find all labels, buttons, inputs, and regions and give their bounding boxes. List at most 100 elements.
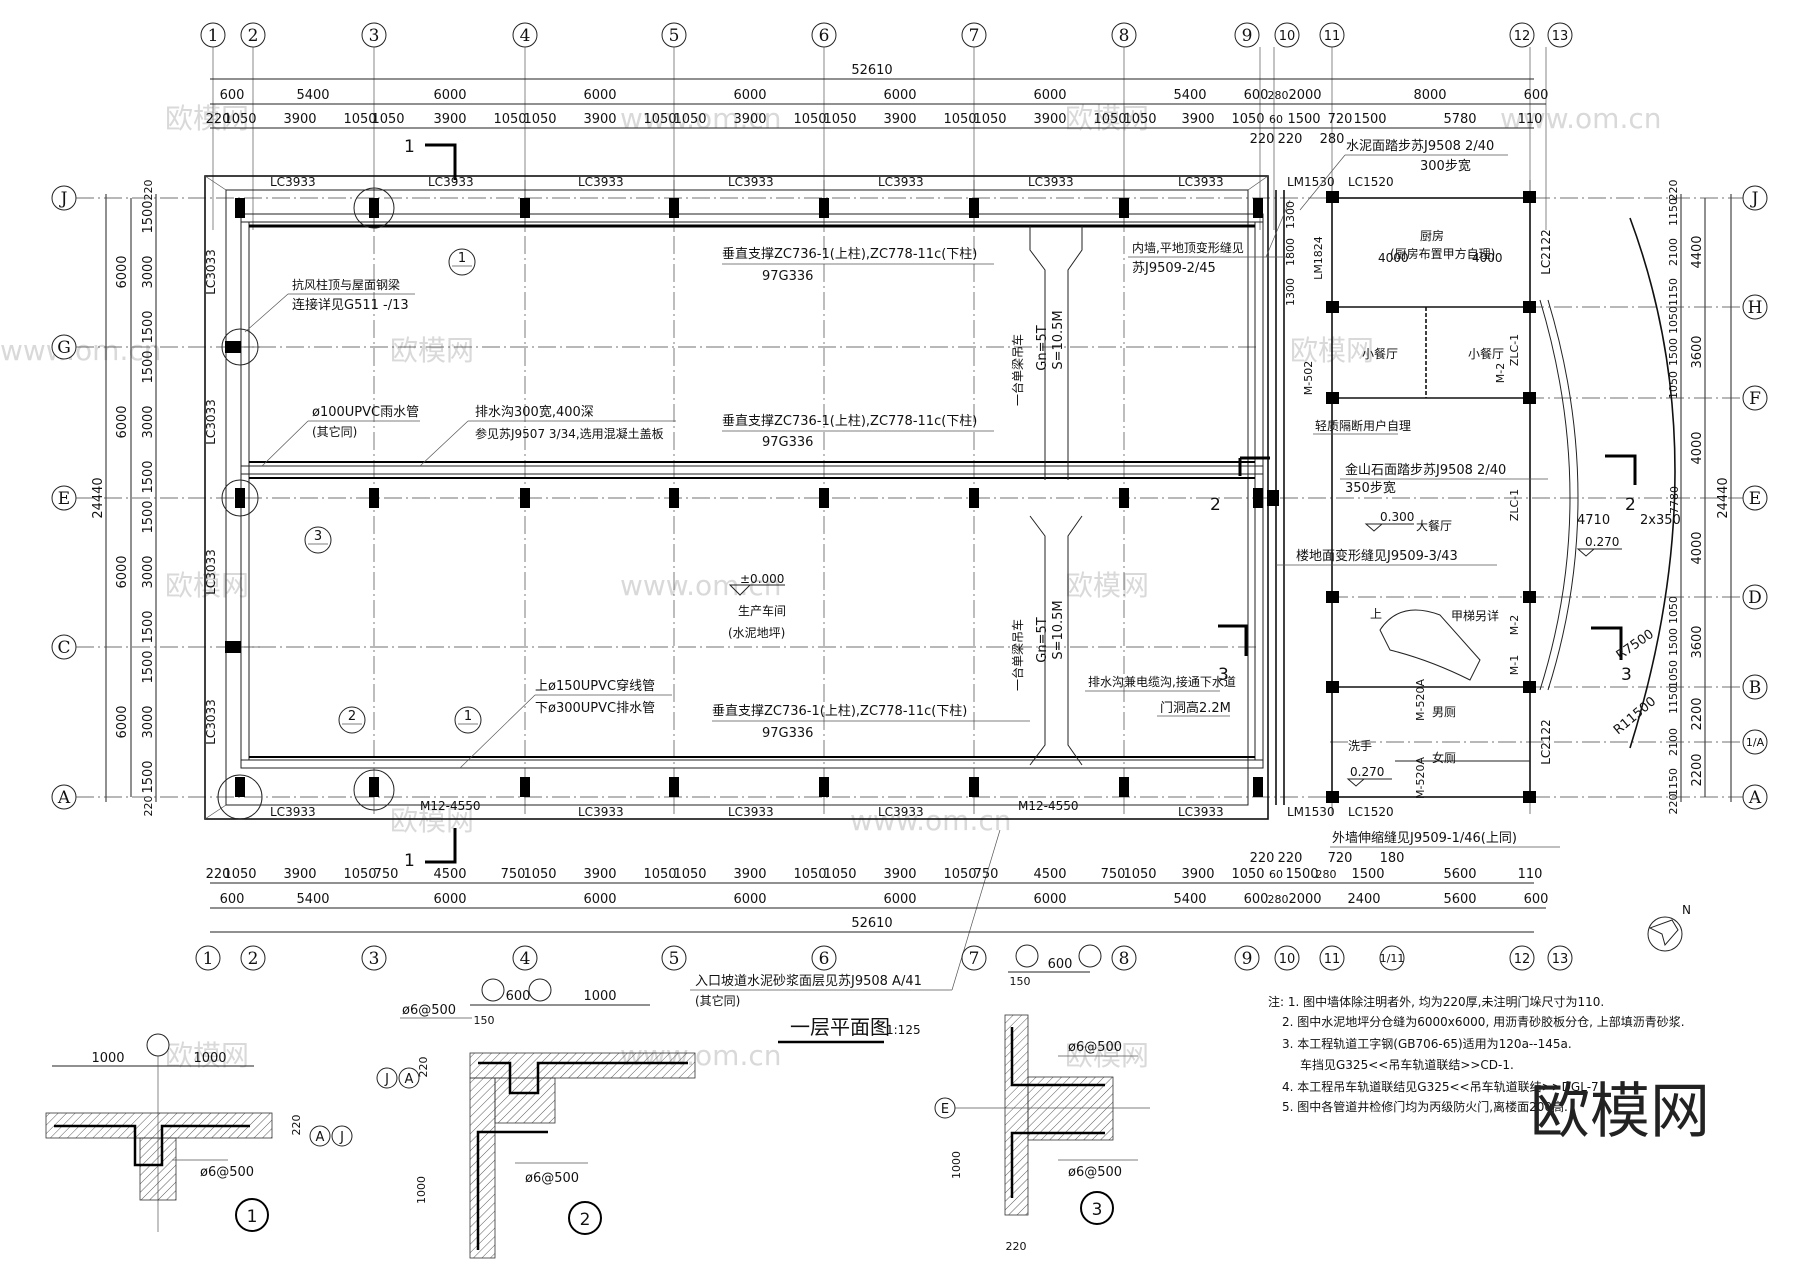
svg-text:6000: 6000 bbox=[115, 705, 130, 738]
svg-text:10: 10 bbox=[1279, 952, 1296, 967]
bottom-dimensions: 220 1050 3900 1050 750 4500 750 1050 390… bbox=[206, 851, 1548, 933]
svg-text:ø6@500: ø6@500 bbox=[1068, 1165, 1122, 1180]
svg-text:5: 5 bbox=[669, 949, 680, 969]
svg-text:180: 180 bbox=[1380, 851, 1405, 866]
svg-text:LM1824: LM1824 bbox=[1312, 236, 1325, 280]
svg-text:J: J bbox=[339, 1130, 344, 1145]
annotation-outer-wall-joint: 外墙伸缩缝见J9509-1/46(上同) bbox=[1332, 830, 1517, 846]
svg-text:280: 280 bbox=[1268, 89, 1289, 102]
detail-ref-3: 3 bbox=[304, 526, 332, 554]
svg-text:600: 600 bbox=[220, 88, 245, 103]
svg-text:LC3933: LC3933 bbox=[728, 175, 774, 189]
svg-text:1050: 1050 bbox=[673, 112, 706, 127]
svg-text:2100: 2100 bbox=[1667, 238, 1680, 266]
svg-text:6000: 6000 bbox=[1033, 892, 1066, 907]
svg-text:220: 220 bbox=[417, 1057, 430, 1078]
wc-level-mark: 0.270 bbox=[1346, 765, 1392, 787]
svg-text:3000: 3000 bbox=[141, 405, 156, 438]
svg-text:欧模网: 欧模网 bbox=[165, 569, 249, 602]
detail-ref-1-bottom: 1 bbox=[454, 706, 482, 734]
svg-text:750: 750 bbox=[974, 867, 999, 882]
svg-text:3000: 3000 bbox=[141, 255, 156, 288]
svg-text:1150: 1150 bbox=[1667, 768, 1680, 796]
svg-text:3900: 3900 bbox=[883, 867, 916, 882]
svg-text:参见苏J9507 3/34,选用混凝土盖板: 参见苏J9507 3/34,选用混凝土盖板 bbox=[475, 426, 664, 441]
svg-text:ZLC-1: ZLC-1 bbox=[1508, 489, 1521, 521]
svg-text:7780: 7780 bbox=[1668, 486, 1681, 514]
svg-text:3900: 3900 bbox=[733, 112, 766, 127]
svg-text:LC3933: LC3933 bbox=[1028, 175, 1074, 189]
drawing-scale: 1:125 bbox=[886, 1023, 921, 1037]
window-labels: LC3933 LC3933 LC3933 LC3933 LC3933 LC393… bbox=[204, 175, 1553, 819]
svg-text:M-520A: M-520A bbox=[1414, 679, 1427, 721]
svg-text:1050: 1050 bbox=[943, 867, 976, 882]
svg-text:600: 600 bbox=[1524, 88, 1549, 103]
svg-text:6000: 6000 bbox=[115, 405, 130, 438]
svg-text:5780: 5780 bbox=[1443, 112, 1476, 127]
svg-text:8000: 8000 bbox=[1413, 88, 1446, 103]
svg-text:3900: 3900 bbox=[1181, 112, 1214, 127]
room-workshop: 生产车间 bbox=[738, 603, 786, 618]
svg-text:M-2: M-2 bbox=[1508, 615, 1521, 635]
svg-text:M-1: M-1 bbox=[1508, 655, 1521, 675]
svg-text:LC3933: LC3933 bbox=[428, 175, 474, 189]
svg-text:300步宽: 300步宽 bbox=[1420, 158, 1471, 174]
svg-text:1500: 1500 bbox=[141, 650, 156, 683]
svg-text:1500: 1500 bbox=[141, 460, 156, 493]
svg-text:下ø300UPVC排水管: 下ø300UPVC排水管 bbox=[535, 701, 655, 716]
svg-text:9: 9 bbox=[1242, 26, 1253, 46]
svg-text:M-2: M-2 bbox=[1494, 363, 1507, 383]
svg-text:2: 2 bbox=[580, 1210, 591, 1230]
svg-text:Gn=5T: Gn=5T bbox=[1035, 617, 1050, 662]
svg-text:4000: 4000 bbox=[1690, 431, 1705, 464]
svg-text:LM1530: LM1530 bbox=[1287, 805, 1335, 819]
svg-text:6: 6 bbox=[819, 26, 830, 46]
svg-text:LC3033: LC3033 bbox=[204, 249, 218, 295]
axis-bubble-8-bottom: 8 bbox=[1111, 945, 1137, 971]
svg-text:150: 150 bbox=[1010, 975, 1031, 988]
svg-text:11: 11 bbox=[1324, 952, 1341, 967]
svg-text:2200: 2200 bbox=[1690, 753, 1705, 786]
annotation-drain-ditch: 排水沟300宽,400深 参见苏J9507 3/34,选用混凝土盖板 bbox=[419, 404, 676, 467]
axis-bubble-F-right: F bbox=[1742, 385, 1768, 411]
svg-text:97G336: 97G336 bbox=[762, 726, 813, 741]
svg-text:1: 1 bbox=[203, 949, 214, 969]
svg-text:2x350: 2x350 bbox=[1640, 513, 1681, 528]
svg-text:2: 2 bbox=[348, 709, 356, 724]
svg-text:220: 220 bbox=[1278, 851, 1303, 866]
room-workshop-floor: (水泥地坪) bbox=[728, 626, 785, 640]
svg-text:1/11: 1/11 bbox=[1380, 952, 1405, 965]
axis-bubble-E-left: E bbox=[51, 485, 77, 511]
top-axis-bubbles: 1 2 3 4 5 6 7 8 9 10 11 12 13 bbox=[200, 22, 1573, 230]
svg-text:2: 2 bbox=[248, 26, 259, 46]
svg-text:LC3933: LC3933 bbox=[878, 805, 924, 819]
axis-bubble-2: 2 bbox=[240, 22, 266, 230]
svg-text:入口坡道水泥砂浆面层见苏J9508 A/41: 入口坡道水泥砂浆面层见苏J9508 A/41 bbox=[695, 973, 922, 989]
svg-text:5400: 5400 bbox=[1173, 892, 1206, 907]
svg-text:LC3933: LC3933 bbox=[728, 805, 774, 819]
svg-text:1500: 1500 bbox=[141, 500, 156, 533]
annotation-stair-note: 甲梯另详 bbox=[1451, 608, 1499, 623]
svg-text:6000: 6000 bbox=[883, 88, 916, 103]
axis-bubble-6-bottom: 6 bbox=[811, 945, 837, 971]
svg-text:LC2122: LC2122 bbox=[1539, 719, 1553, 765]
vertical-axis-lines bbox=[373, 180, 1531, 815]
svg-text:2000: 2000 bbox=[1288, 88, 1321, 103]
axis-bubble-10-bottom: 10 bbox=[1274, 945, 1300, 971]
svg-text:3900: 3900 bbox=[883, 112, 916, 127]
svg-text:6000: 6000 bbox=[433, 88, 466, 103]
axis-bubble-13-bottom: 13 bbox=[1547, 945, 1573, 971]
structural-columns bbox=[225, 191, 1536, 803]
svg-text:1150: 1150 bbox=[1667, 278, 1680, 306]
svg-text:LC3933: LC3933 bbox=[878, 175, 924, 189]
svg-text:5. 图中各管道井检修门均为丙级防火门,离楼面200高.: 5. 图中各管道井检修门均为丙级防火门,离楼面200高. bbox=[1282, 1099, 1568, 1114]
axis-bubble-7-bottom: 7 bbox=[961, 945, 987, 971]
axis-bubble-3-bottom: 3 bbox=[361, 945, 387, 971]
svg-text:1050: 1050 bbox=[793, 112, 826, 127]
svg-text:1: 1 bbox=[404, 137, 415, 157]
svg-text:LC3933: LC3933 bbox=[270, 175, 316, 189]
svg-text:280: 280 bbox=[1316, 868, 1337, 881]
axis-bubble-1: 1 bbox=[200, 22, 226, 230]
svg-text:3: 3 bbox=[1218, 665, 1229, 685]
svg-text:内墙,平地顶变形缝见: 内墙,平地顶变形缝见 bbox=[1132, 240, 1244, 255]
